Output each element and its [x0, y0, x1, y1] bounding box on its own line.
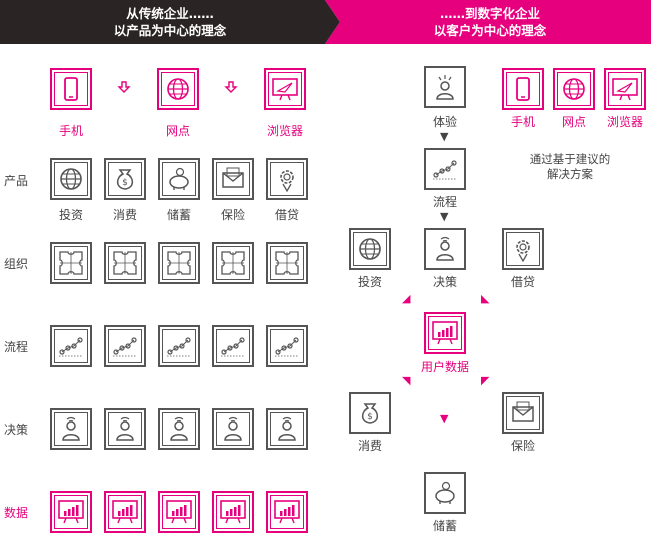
puzzle-icon: [266, 242, 308, 284]
process-flow-icon: [104, 325, 146, 367]
banner-right: [325, 0, 651, 44]
insure-label: 保险: [510, 439, 535, 453]
row-label-process: 流程: [4, 340, 29, 354]
experience-label: 体验: [432, 115, 457, 129]
down-arrow-icon: ▼: [440, 130, 449, 143]
loan-label: 借贷: [510, 275, 535, 289]
row-label-data: 数据: [4, 506, 29, 520]
data-chart-icon: [104, 491, 146, 533]
mail-icon: [212, 158, 254, 200]
row-label-decision: 决策: [4, 423, 29, 437]
banner-left: [0, 0, 340, 44]
down-arrow-icon: [117, 80, 131, 94]
gear-icon: [502, 228, 544, 270]
person-icon: [212, 408, 254, 450]
puzzle-icon: [50, 242, 92, 284]
user-data-chart-icon: [424, 312, 466, 354]
data-chart-icon: [266, 491, 308, 533]
banner-left-line1: 从传统企业……: [126, 6, 214, 21]
puzzle-icon: [212, 242, 254, 284]
banner-left-text: 从传统企业…… 以产品为中心的理念: [60, 5, 280, 39]
decision-label: 决策: [432, 275, 457, 289]
arrow-from-userdata-icon: ◥: [402, 374, 411, 387]
process-flow-icon: [424, 148, 466, 190]
banner-left-line2: 以产品为中心的理念: [113, 23, 227, 38]
channel-label-browser: 浏览器: [266, 124, 303, 138]
consume-label: 消费: [357, 439, 382, 453]
recommendation-note: 通过基于建议的 解决方案: [510, 152, 630, 182]
right-channel-label-browser: 浏览器: [606, 115, 643, 129]
piggy-bank-icon: [158, 158, 200, 200]
experience-person-icon: [424, 66, 466, 108]
person-icon: [50, 408, 92, 450]
person-icon: [104, 408, 146, 450]
invest-label: 投资: [357, 275, 382, 289]
data-chart-icon: [212, 491, 254, 533]
puzzle-icon: [158, 242, 200, 284]
globe-icon: [50, 158, 92, 200]
right-channel-label-phone: 手机: [510, 115, 535, 129]
product-label-consume: 消费: [112, 208, 137, 222]
note-line1: 通过基于建议的: [529, 152, 611, 166]
row-label-org: 组织: [4, 257, 29, 271]
process-flow-icon: [266, 325, 308, 367]
product-label-savings: 储蓄: [166, 208, 191, 222]
arrow-to-userdata-icon: ◣: [481, 292, 490, 305]
money-bag-icon: [104, 158, 146, 200]
person-icon: [158, 408, 200, 450]
channel-label-branch: 网点: [165, 124, 190, 138]
browser-icon: [604, 68, 646, 110]
phone-icon: [50, 68, 92, 110]
channel-label-phone: 手机: [58, 124, 83, 138]
browser-icon: [264, 68, 306, 110]
globe-icon: [553, 68, 595, 110]
decision-person-icon: [424, 228, 466, 270]
puzzle-icon: [104, 242, 146, 284]
mail-icon: [502, 392, 544, 434]
product-label-insure: 保险: [220, 208, 245, 222]
userdata-label: 用户数据: [420, 360, 469, 374]
banner-right-line2: 以客户为中心的理念: [433, 23, 547, 38]
row-label-product: 产品: [4, 174, 29, 188]
process-flow-icon: [158, 325, 200, 367]
process-label: 流程: [432, 195, 457, 209]
piggy-bank-icon: [424, 472, 466, 514]
down-arrow-icon: ▼: [440, 210, 449, 223]
banner-right-line1: ……到数字化企业: [439, 6, 540, 21]
process-flow-icon: [212, 325, 254, 367]
phone-icon: [502, 68, 544, 110]
money-bag-icon: [349, 392, 391, 434]
data-chart-icon: [50, 491, 92, 533]
arrow-to-userdata-icon: ◢: [402, 292, 411, 305]
globe-icon: [157, 68, 199, 110]
product-label-loan: 借贷: [274, 208, 299, 222]
down-arrow-icon: [224, 80, 238, 94]
arrow-from-userdata-icon: ▼: [440, 412, 449, 425]
note-line2: 解决方案: [547, 167, 593, 181]
right-channel-label-branch: 网点: [561, 115, 586, 129]
arrow-from-userdata-icon: ◤: [481, 374, 490, 387]
savings-label: 储蓄: [432, 519, 457, 533]
globe-icon: [349, 228, 391, 270]
banner-right-text: ……到数字化企业 以客户为中心的理念: [380, 5, 600, 39]
product-label-invest: 投资: [58, 208, 83, 222]
gear-icon: [266, 158, 308, 200]
data-chart-icon: [158, 491, 200, 533]
person-icon: [266, 408, 308, 450]
process-flow-icon: [50, 325, 92, 367]
